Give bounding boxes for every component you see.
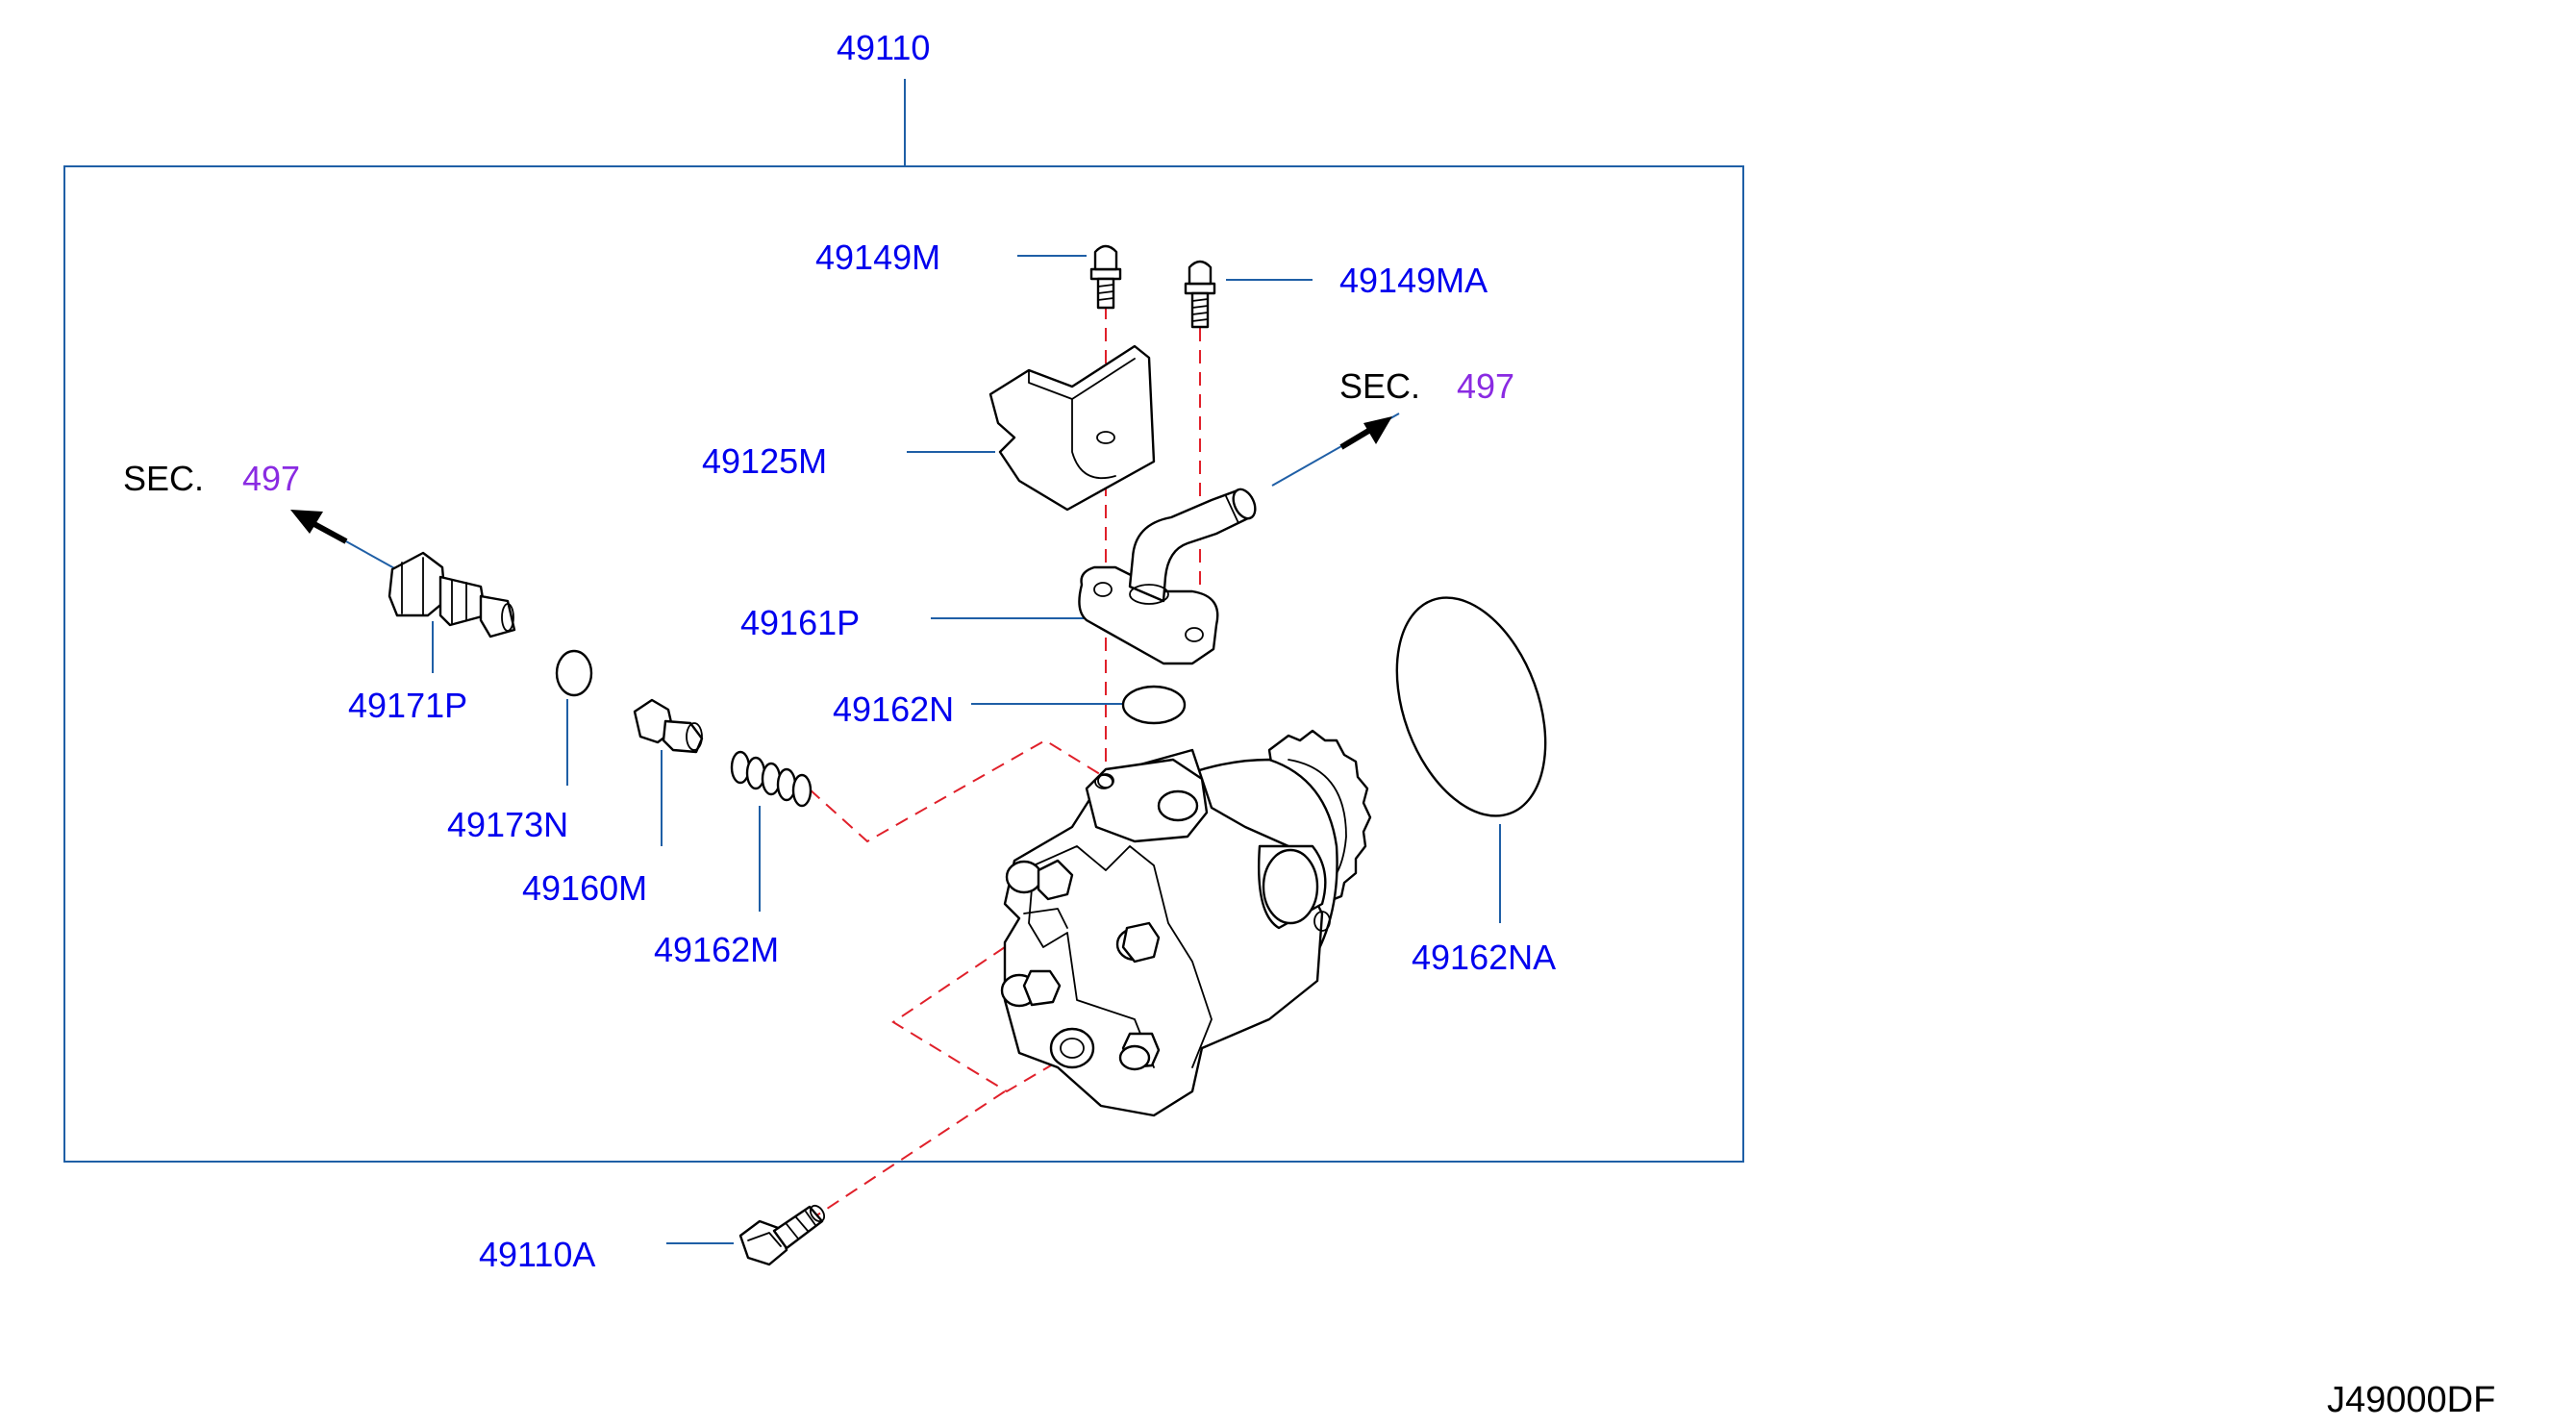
sec-ref-right: SEC. 497 — [1339, 366, 1514, 406]
bolt-49110a-drawing — [738, 1204, 826, 1266]
oring-49162na-drawing — [1395, 596, 1547, 817]
bolt-49149m-drawing — [1089, 244, 1122, 310]
label-49125m: 49125M — [702, 441, 827, 481]
part-labels: 49110 49149M 49149MA 49125M 49161P 49162… — [348, 28, 1556, 1274]
label-49110a: 49110A — [479, 1235, 595, 1274]
label-49160m: 49160M — [522, 868, 647, 908]
oring-49162n-drawing — [1121, 685, 1187, 725]
connector-49161p-drawing — [1078, 488, 1257, 665]
diagram-ref-code: J49000DF — [2327, 1380, 2495, 1420]
oring-49173n-drawing — [555, 649, 593, 697]
power-steering-pump-drawing — [1000, 729, 1372, 1117]
valve-plug-49171p-drawing — [388, 551, 516, 638]
sec-ref-right-prefix: SEC. — [1339, 366, 1420, 406]
spring-49162m-drawing — [730, 750, 813, 808]
bracket-49125m-drawing — [988, 344, 1156, 512]
label-49162na: 49162NA — [1412, 938, 1556, 977]
bolt-49149ma-drawing — [1184, 260, 1216, 329]
label-49149m: 49149M — [815, 238, 940, 277]
label-49162m: 49162M — [654, 930, 779, 969]
label-49162n: 49162N — [833, 689, 954, 729]
label-49161p: 49161P — [740, 603, 860, 642]
label-49110: 49110 — [837, 28, 930, 67]
leader-lines — [345, 255, 1501, 1244]
label-49171p: 49171P — [348, 686, 467, 725]
sec-ref-left: SEC. 497 — [123, 459, 300, 498]
sec-ref-right-number: 497 — [1457, 366, 1514, 406]
label-49149ma: 49149MA — [1339, 261, 1488, 300]
label-49173n: 49173N — [447, 805, 568, 844]
sec-ref-left-number: 497 — [242, 459, 300, 498]
sec-arrow-right — [1339, 416, 1392, 450]
sec-arrow-left — [290, 510, 348, 544]
sec-ref-left-prefix: SEC. — [123, 459, 204, 498]
valve-49160m-drawing — [633, 698, 704, 754]
